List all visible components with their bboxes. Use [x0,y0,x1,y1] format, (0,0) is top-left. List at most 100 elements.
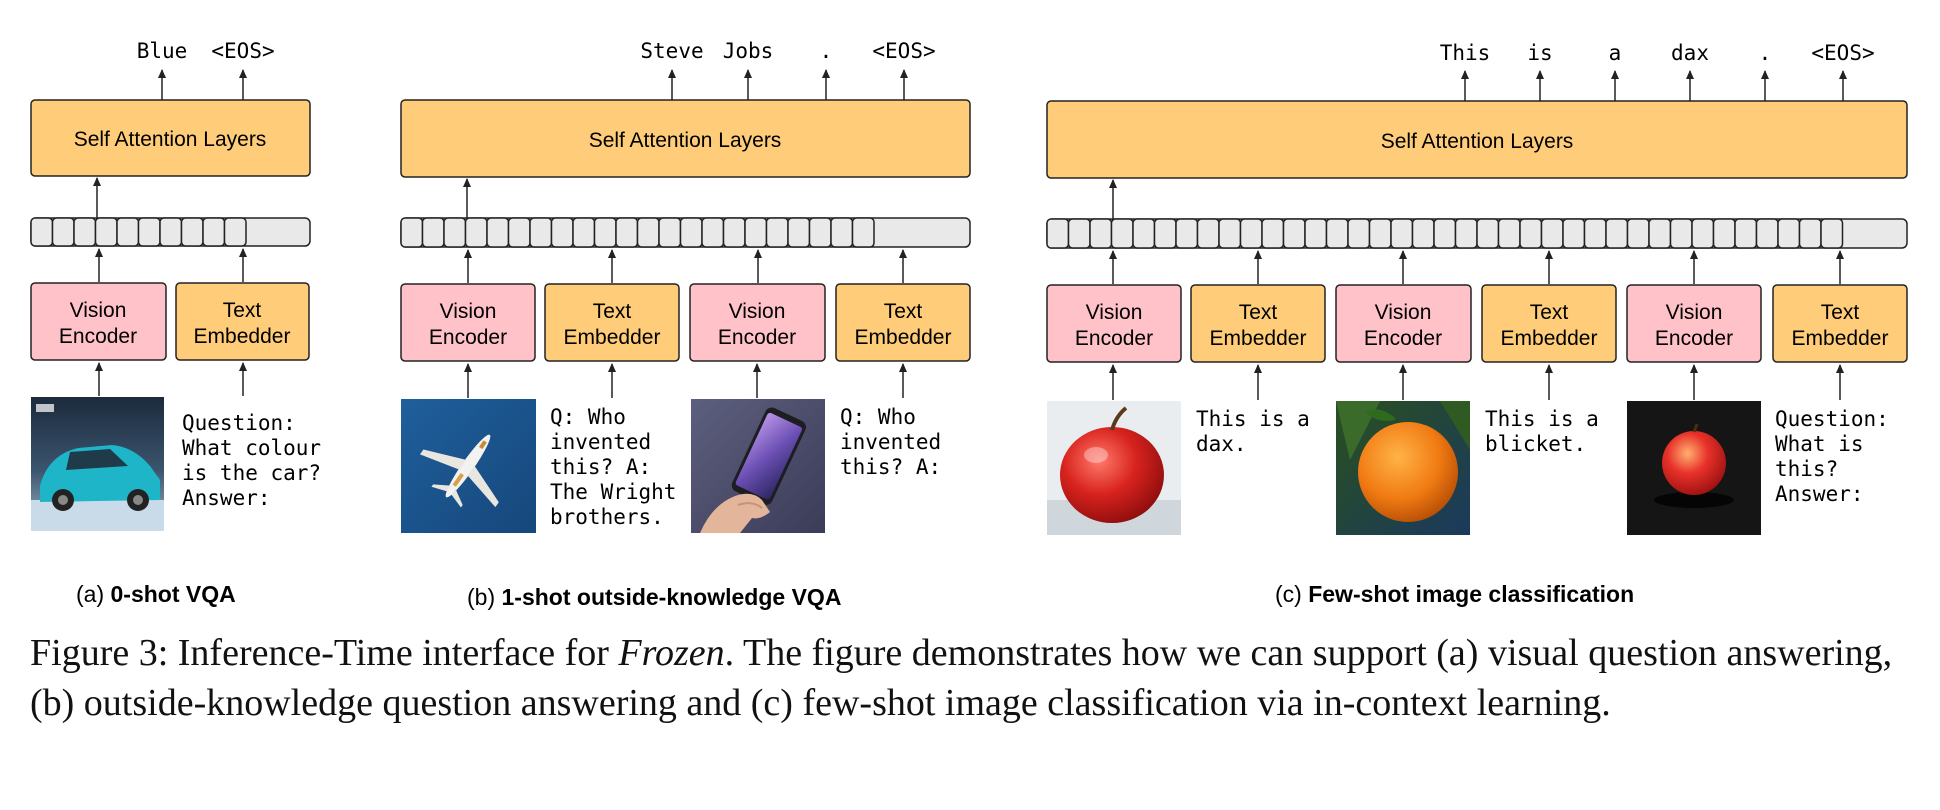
text-embedder-label: Embedder [855,326,952,349]
prompt-text: Question: What colour is the car? Answer… [182,411,321,510]
token-cell [1798,218,1822,249]
prompt-line: is the car? [182,461,321,485]
token-cell [73,217,97,247]
prompt-text: Question: What is this? Answer: [1775,407,1889,506]
token-cell [1433,218,1457,249]
output-token: <EOS> [211,39,274,63]
output-token: Blue [137,39,188,63]
vision-encoder-label: Encoder [429,326,507,349]
output-token: dax [1671,41,1709,65]
vision-encoder-label: Vision [70,299,127,322]
text-embedder-label: Text [1821,301,1860,324]
token-cell [701,217,725,248]
token-cell [765,217,789,248]
token-cell [808,217,832,248]
prompt-line: Answer: [182,486,271,510]
orange-photo [1336,401,1470,535]
prompt-line: Answer: [1775,482,1864,506]
vision-encoder-label: Encoder [1364,327,1442,350]
token-cell [1089,218,1113,249]
token-cell [223,217,247,247]
blue-car-photo [31,397,164,531]
token-cell [679,217,703,248]
frozen-figure: Blue <EOS> Self Attention Layers Vision … [30,39,1908,610]
prompt-line: invented [840,430,941,454]
token-cell [1411,218,1435,249]
airplane-photo [401,399,536,533]
vision-encoder-label: Encoder [1655,327,1733,350]
panel-caption: (c) Few-shot image classification [1275,581,1634,607]
prompt-line: dax. [1196,432,1247,456]
token-cell [658,217,682,248]
prompt-text: Q: Who invented this? A: The Wright brot… [550,405,676,529]
red-apple-photo [1047,401,1181,535]
vision-encoder [30,282,167,361]
prompt-text: This is a blicket. [1485,407,1599,456]
token-cell [1605,218,1629,249]
self-attention-block [1046,100,1908,179]
prompt-line: This is a [1196,407,1310,431]
token-cell [851,217,875,248]
token-cell [1239,218,1263,249]
self-attention-block [30,99,311,177]
token-cell [464,217,488,248]
token-cell [1325,218,1349,249]
text-embedder [175,282,310,361]
vision-encoder-label: Encoder [59,325,137,348]
output-token: a [1609,41,1622,65]
prompt-line: blicket. [1485,432,1586,456]
prompt-line: invented [550,430,651,454]
vision-encoder [689,283,826,362]
vision-encoder [1626,284,1762,363]
token-cell [1648,218,1672,249]
prompt-line: this? A: [840,455,941,479]
token-cell [1368,218,1392,249]
panel-c: This is a dax . <EOS> Self Attention Lay… [1046,41,1908,607]
vision-encoder-label: Vision [440,300,497,323]
caption-before: Inference-Time interface for [177,632,609,674]
token-sequence [400,217,971,248]
vision-encoder [1335,284,1472,363]
output-token: . [1759,41,1772,65]
text-embedder-label: Text [1239,301,1278,324]
token-cell [1626,218,1650,249]
token-cell [1476,218,1500,249]
output-token: Jobs [723,39,774,63]
token-cell [1347,218,1371,249]
prompt-line: Q: Who [550,405,626,429]
text-embedder-label: Text [223,299,262,322]
output-token: <EOS> [1811,41,1874,65]
token-cell [1132,218,1156,249]
small-apple-photo [1627,401,1761,535]
text-embedder [835,283,971,362]
figure-caption: Figure 3: Inference-Time interface for F… [30,628,1910,728]
prompt-line: The Wright [550,480,676,504]
token-cell [1497,218,1521,249]
token-cell [116,217,140,247]
text-embedder [1190,284,1326,363]
token-cell [830,217,854,248]
token-cell [572,217,596,248]
smartphone-photo [691,399,825,533]
token-cell [1820,218,1844,249]
token-cell [1712,218,1736,249]
token-cell [1562,218,1586,249]
text-embedder-label: Embedder [1501,327,1598,350]
text-embedder-label: Text [884,300,923,323]
prompt-line: Q: Who [840,405,916,429]
vision-encoder-label: Vision [1666,301,1723,324]
token-cell [1261,218,1285,249]
token-cell [1519,218,1543,249]
text-embedder-label: Text [1530,301,1569,324]
token-cell [1734,218,1758,249]
text-embedder [1481,284,1617,363]
text-embedder-label: Embedder [194,325,291,348]
prompt-line: What colour [182,436,321,460]
token-cell [1153,218,1177,249]
token-cell [1282,218,1306,249]
token-cell [1304,218,1328,249]
token-cell [529,217,553,248]
prompt-line: Question: [182,411,296,435]
vision-encoder [400,283,536,362]
token-cell [94,217,118,247]
